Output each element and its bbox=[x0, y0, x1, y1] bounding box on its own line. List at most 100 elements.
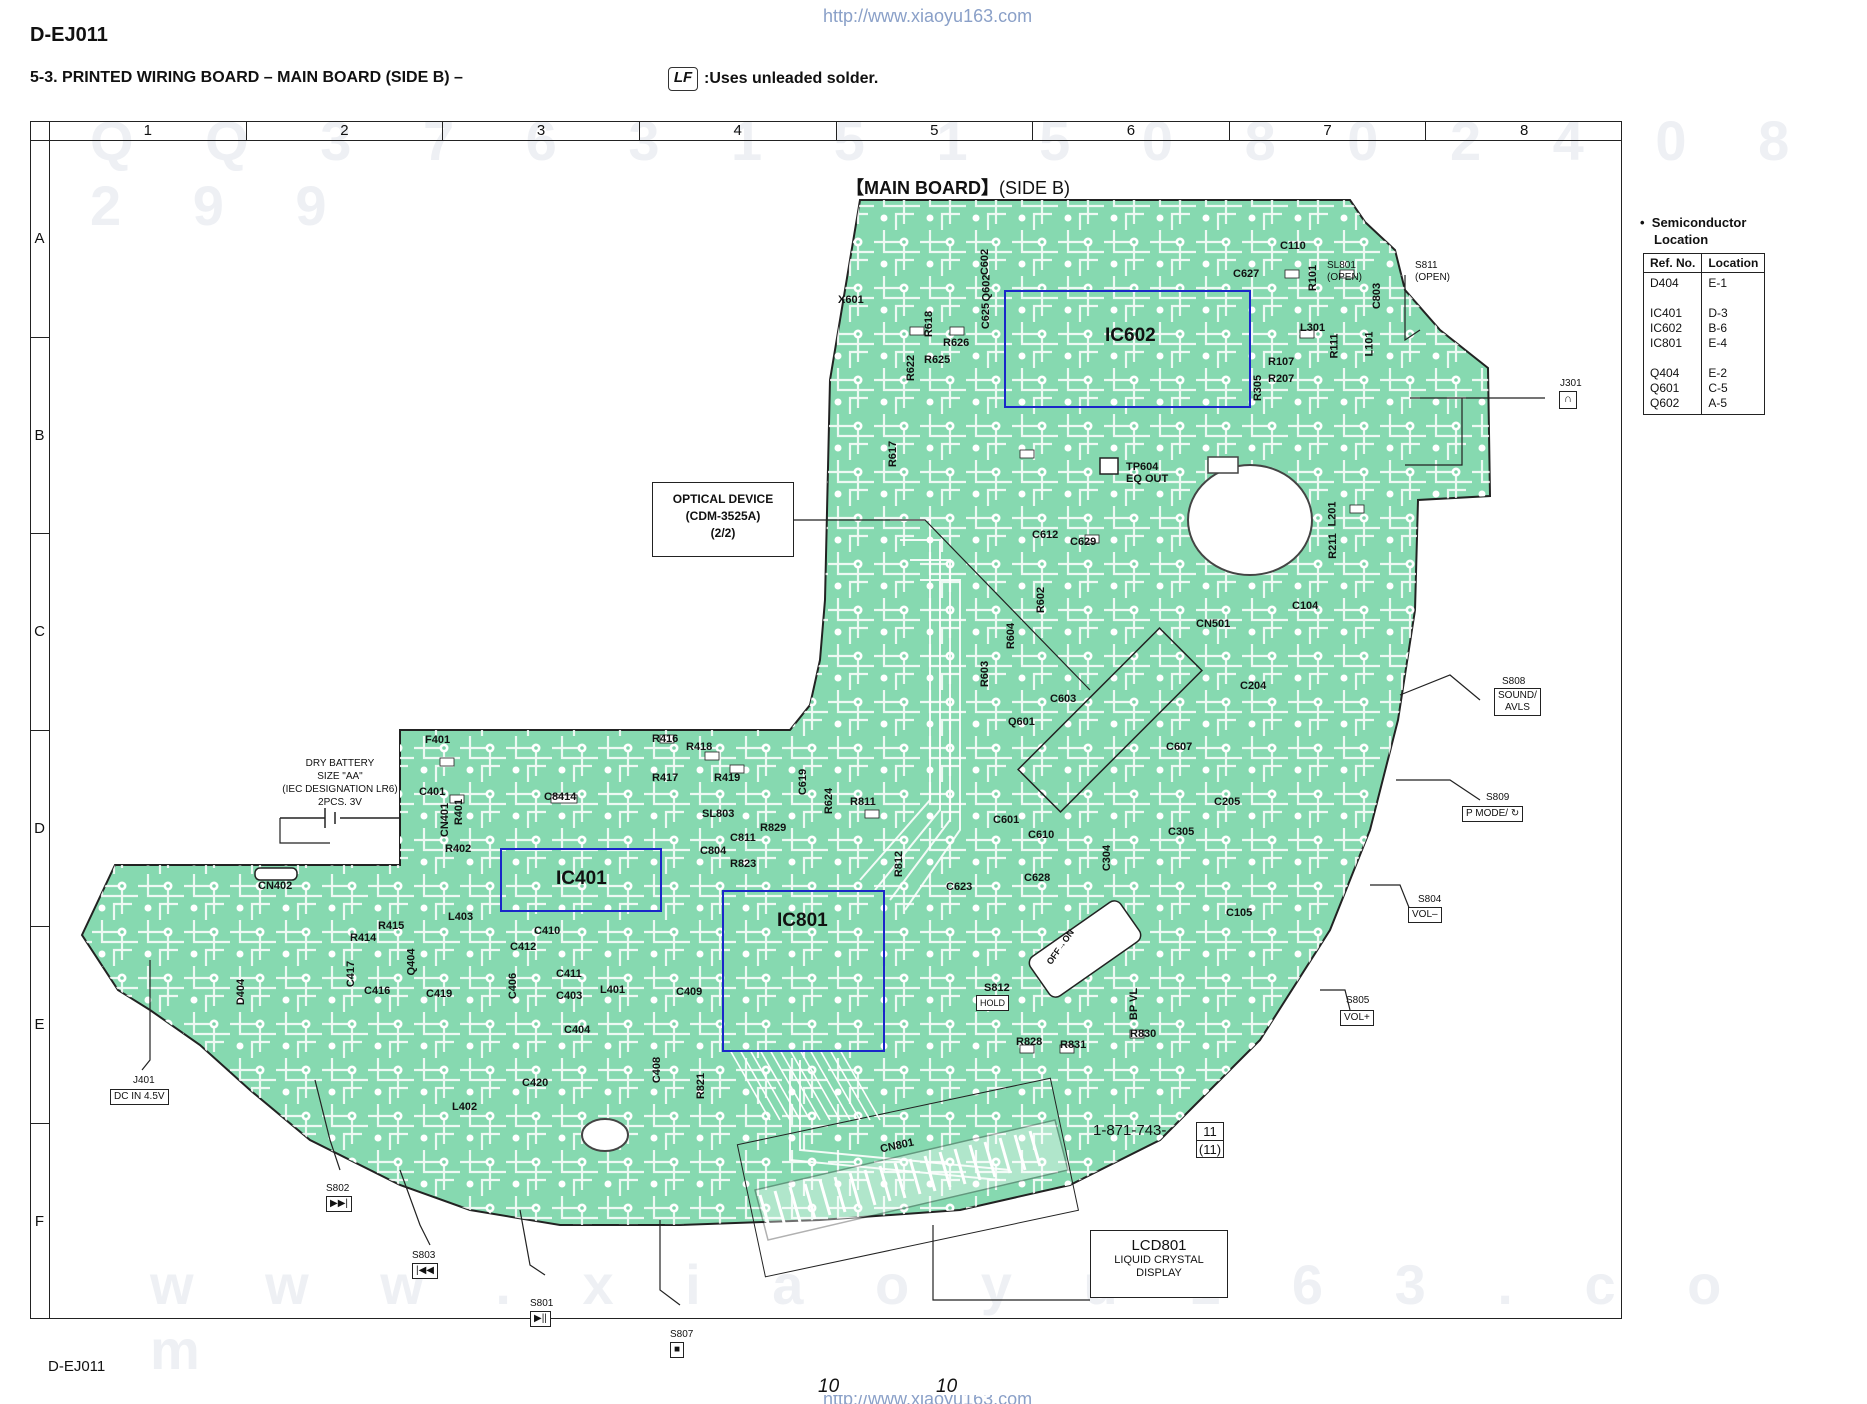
dry-battery-line-2: SIZE "AA" bbox=[317, 771, 363, 782]
board-rev-top: 11 bbox=[1197, 1123, 1223, 1141]
lcd801-line-3: DISPLAY bbox=[1136, 1267, 1182, 1279]
ref-l101: L101 bbox=[1363, 331, 1376, 357]
semiconductor-title-line-1: • Semiconductor bbox=[1640, 215, 1747, 230]
grid-column-header: 1 2 3 4 5 6 7 8 bbox=[30, 121, 1622, 141]
grid-row-header: A B C D E F bbox=[30, 141, 50, 1319]
sl801-label: SL801 (OPEN) bbox=[1327, 260, 1362, 284]
s811-line-1: S811 bbox=[1415, 260, 1438, 271]
ref-sl803: SL803 bbox=[702, 808, 735, 820]
dry-battery-line-1: DRY BATTERY bbox=[305, 758, 375, 769]
main-board-outline bbox=[80, 199, 1492, 1226]
ref-r618: R618 bbox=[923, 310, 936, 338]
ref-r821: R821 bbox=[695, 1072, 708, 1100]
optical-device-line-3: (2/2) bbox=[710, 526, 736, 540]
ref-tp604: TP604 bbox=[1126, 461, 1159, 473]
board-rev-bottom: (11) bbox=[1198, 1142, 1222, 1157]
grid-corner bbox=[30, 121, 50, 140]
cn801-connector bbox=[736, 1077, 1080, 1278]
dry-battery-note: DRY BATTERY SIZE "AA" (IEC DESIGNATION L… bbox=[280, 757, 400, 809]
ref-c410: C410 bbox=[534, 925, 561, 937]
ref-hold: HOLD bbox=[976, 995, 1010, 1011]
ref-eq-out: EQ OUT bbox=[1126, 473, 1169, 485]
ref-r415: R415 bbox=[378, 920, 405, 932]
s802-ref: S802 bbox=[326, 1183, 350, 1194]
optical-device-line-2: (CDM-3525A) bbox=[685, 509, 761, 523]
unleaded-solder-icon: LF bbox=[668, 67, 698, 91]
s801-ref: S801 bbox=[530, 1298, 554, 1309]
grid-col-4: 4 bbox=[640, 121, 837, 140]
ref-r604: R604 bbox=[1005, 622, 1018, 650]
cn501-connector bbox=[1017, 627, 1203, 813]
grid-col-2: 2 bbox=[247, 121, 444, 140]
component-pads bbox=[439, 269, 1365, 1054]
board-cutout-spindle bbox=[1187, 464, 1313, 576]
ref-c619: C619 bbox=[797, 768, 810, 796]
cn402-connector bbox=[254, 867, 298, 881]
ref-c623: C623 bbox=[946, 881, 973, 893]
ref-cn401: CN401 bbox=[439, 802, 452, 838]
grid-col-5: 5 bbox=[837, 121, 1034, 140]
ref-c416: C416 bbox=[364, 985, 391, 997]
ref-c804: C804 bbox=[700, 845, 727, 857]
s812-hold-switch bbox=[1028, 900, 1142, 998]
optical-device-box: OPTICAL DEVICE (CDM-3525A) (2/2) bbox=[652, 482, 794, 557]
headphone-icon: ∩ bbox=[1559, 391, 1577, 409]
ref-c629: C629 bbox=[1070, 536, 1097, 548]
ref-r211: R211 bbox=[1326, 533, 1339, 559]
ref-c105: C105 bbox=[1226, 907, 1253, 919]
ref-c811: C811 bbox=[730, 832, 756, 844]
s808-line-1: SOUND/ bbox=[1498, 690, 1537, 701]
board-number: 1-871-743- bbox=[1093, 1122, 1167, 1139]
ref-r305: R305 bbox=[1252, 374, 1265, 402]
header-url[interactable]: http://www.xiaoyu163.com bbox=[823, 6, 1033, 26]
lf-note: LF:Uses unleaded solder. bbox=[668, 67, 878, 91]
lcd801-line-2: LIQUID CRYSTAL bbox=[1114, 1254, 1204, 1266]
ref-f401: F401 bbox=[425, 734, 451, 746]
footer-url[interactable]: http://www.xiaoyu163.com bbox=[823, 1395, 1032, 1404]
ref-d404: D404 bbox=[235, 978, 248, 1006]
ref-c403: C403 bbox=[556, 990, 583, 1002]
s809-ref: S809 bbox=[1486, 792, 1510, 803]
ref-r829: R829 bbox=[760, 822, 787, 834]
ic602-label: IC602 bbox=[1105, 325, 1156, 346]
s804-label: VOL– bbox=[1408, 907, 1442, 923]
grid-col-3: 3 bbox=[443, 121, 640, 140]
ref-r417: R417 bbox=[652, 772, 679, 784]
ref-c607: C607 bbox=[1166, 741, 1193, 753]
ref-c305: C305 bbox=[1168, 826, 1195, 838]
j401-label: DC IN 4.5V bbox=[110, 1089, 169, 1105]
board-title-side: (SIDE B) bbox=[999, 178, 1071, 198]
footer-model: D-EJ011 bbox=[48, 1358, 106, 1375]
s809-label: P MODE/ ↻ bbox=[1462, 806, 1524, 822]
ref-c401: C401 bbox=[419, 786, 446, 798]
j401-ref: J401 bbox=[133, 1075, 155, 1086]
lcd801-title: LCD801 bbox=[1131, 1237, 1187, 1254]
ref-c404: C404 bbox=[564, 1024, 591, 1036]
ref-r626: R626 bbox=[943, 337, 970, 349]
model-number: D-EJ011 bbox=[30, 24, 108, 46]
grid-col-8: 8 bbox=[1520, 122, 1529, 139]
ref-s812: S812 bbox=[984, 982, 1010, 994]
lcd801-box: LCD801 LIQUID CRYSTAL DISPLAY bbox=[1090, 1230, 1228, 1298]
s805-ref: S805 bbox=[1346, 995, 1370, 1006]
watermark-bottom: w w w . x i a o y u 1 6 3 . c o m bbox=[150, 1253, 1750, 1381]
s803-label: |◀◀ bbox=[412, 1263, 438, 1279]
ref-q601: Q601 bbox=[1008, 716, 1035, 728]
grid-row-c: C bbox=[30, 534, 49, 731]
ref-l401: L401 bbox=[600, 984, 626, 996]
semiconductor-title: • Semiconductor Location bbox=[1640, 214, 1746, 248]
ref-r603: R603 bbox=[979, 660, 992, 688]
ref-r101: R101 bbox=[1307, 264, 1320, 292]
ref-c625: C625 bbox=[980, 302, 993, 330]
ref-r419: R419 bbox=[714, 772, 741, 784]
tp604-marker bbox=[1099, 457, 1119, 475]
battery-wiring bbox=[280, 808, 400, 828]
